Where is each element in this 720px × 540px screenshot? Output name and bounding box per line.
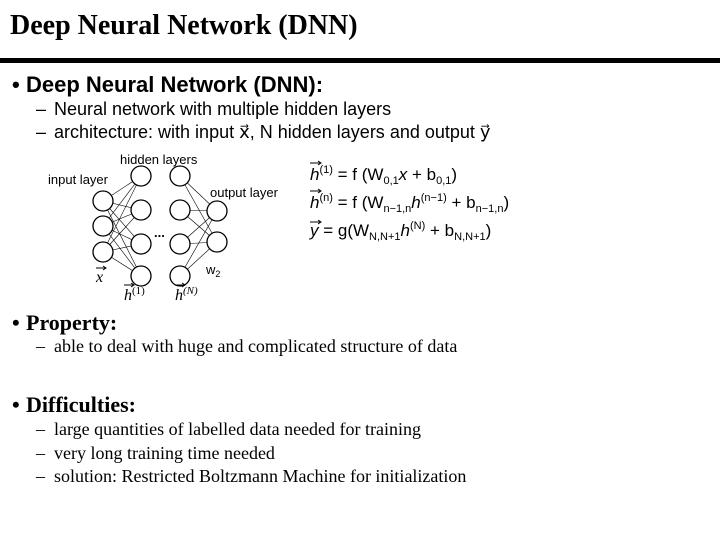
- title-divider: [0, 58, 720, 63]
- sub-text: large quantities of labelled data needed…: [54, 419, 422, 439]
- label-w2: w2: [205, 262, 220, 279]
- vector-arrow-icon: [130, 282, 135, 288]
- label-h1: h(1): [124, 285, 145, 304]
- eq2-rhs-c: + b: [447, 193, 476, 212]
- eq2-lhs: h: [310, 193, 319, 212]
- label-x: x: [95, 269, 103, 286]
- hidden-neuron: [130, 265, 152, 287]
- bullet-dnn: •Deep Neural Network (DNN):: [12, 72, 323, 98]
- label-hN: h(N): [175, 285, 198, 304]
- sub-text: solution: Restricted Boltzmann Machine f…: [54, 466, 467, 486]
- eq1-rhs-a: = f (W: [333, 165, 384, 184]
- eq2-sub2: n−1,n: [476, 203, 504, 215]
- eq2-rhs-a: = f (W: [333, 193, 384, 212]
- sub-item: –architecture: with input x⃗, N hidden l…: [36, 122, 491, 143]
- label-input-layer: input layer: [48, 172, 109, 187]
- label-h1-base: h: [124, 287, 132, 304]
- eq1-sub1: 0,1: [383, 175, 398, 187]
- eq3-lhs: y: [309, 221, 320, 240]
- sub-dash: –: [36, 336, 45, 356]
- hidden-neuron: [130, 165, 152, 187]
- bullet-heading-dnn: Deep Neural Network (DNN):: [26, 72, 324, 97]
- input-neuron: [92, 215, 114, 237]
- eq1-rhs-c: + b: [407, 165, 436, 184]
- bullet-property: •Property:: [12, 310, 117, 336]
- bullet-heading-difficulties: Difficulties:: [26, 392, 136, 417]
- vector-arrow-icon: [317, 160, 322, 166]
- sub-text: Neural network with multiple hidden laye…: [54, 99, 392, 119]
- eq3-sub2: N,N+1: [454, 231, 486, 243]
- hidden-neuron: [169, 233, 191, 255]
- sub-dash: –: [36, 122, 47, 142]
- bullet-difficulties: •Difficulties:: [12, 392, 136, 418]
- input-neuron: [92, 190, 114, 212]
- eq1-rhs-b: x: [398, 165, 408, 184]
- vector-arrow-icon: [102, 265, 107, 271]
- vector-arrow-icon: [317, 188, 322, 194]
- vector-arrow-icon: [317, 219, 322, 225]
- sub-dash: –: [36, 443, 45, 463]
- hidden-neuron: [169, 165, 191, 187]
- equation-1: h(1) = f (W0,1x + b0,1): [310, 164, 457, 187]
- neurons: [92, 165, 228, 287]
- eq3-rhs-a: = g(W: [319, 221, 370, 240]
- equation-2: h(n) = f (Wn−1,nh(n−1) + bn−1,n): [310, 192, 509, 215]
- label-h1-sup: (1): [132, 285, 145, 297]
- sub-item: –large quantities of labelled data neede…: [36, 419, 421, 440]
- bullet-marker: •: [12, 310, 20, 335]
- label-hN-base: h: [175, 287, 183, 304]
- output-neuron: [206, 200, 228, 222]
- label-hidden-layers: hidden layers: [120, 152, 198, 167]
- input-neuron: [92, 241, 114, 263]
- sub-text: architecture: with input x⃗, N hidden la…: [54, 122, 491, 142]
- sub-text: able to deal with huge and complicated s…: [54, 336, 458, 356]
- sub-dash: –: [36, 99, 47, 119]
- bullet-heading-property: Property:: [26, 310, 118, 335]
- sub-text: very long training time needed: [54, 443, 275, 463]
- eq2-sup2: (n−1): [421, 192, 447, 204]
- equations: h(1) = f (W0,1x + b0,1) h(n) = f (Wn−1,n…: [309, 160, 509, 243]
- eq1-sub2: 0,1: [436, 175, 451, 187]
- sub-dash: –: [36, 466, 45, 486]
- hidden-neuron: [130, 233, 152, 255]
- sub-dash: –: [36, 419, 45, 439]
- sub-item: –able to deal with huge and complicated …: [36, 336, 457, 357]
- eq3-rhs-d: ): [486, 221, 492, 240]
- vector-arrow-icon: [181, 282, 186, 288]
- equation-3: y = g(WN,N+1h(N) + bN,N+1): [309, 220, 491, 243]
- eq2-sup: (n): [319, 192, 332, 204]
- output-neuron: [206, 231, 228, 253]
- eq1-sup: (1): [319, 164, 332, 176]
- label-ellipsis: ...: [154, 225, 165, 240]
- label-output-layer: output layer: [210, 185, 279, 200]
- eq2-rhs-d: ): [503, 193, 509, 212]
- eq3-sub1: N,N+1: [369, 231, 401, 243]
- slide-title: Deep Neural Network (DNN): [10, 10, 358, 41]
- sub-item: –very long training time needed: [36, 443, 275, 464]
- label-hN-sup: (N): [183, 285, 198, 297]
- label-w2-base: w: [205, 262, 216, 277]
- sub-item: –Neural network with multiple hidden lay…: [36, 99, 391, 120]
- hidden-neuron: [169, 199, 191, 221]
- label-w2-sub: 2: [215, 269, 220, 279]
- eq3-rhs-b: h: [401, 221, 410, 240]
- eq1-rhs-d: ): [451, 165, 457, 184]
- bullet-marker: •: [12, 72, 20, 97]
- eq3-rhs-c: + b: [425, 221, 454, 240]
- sub-item: –solution: Restricted Boltzmann Machine …: [36, 466, 466, 487]
- neural-network-diagram: hidden layers input layer output layer .…: [48, 152, 279, 304]
- eq2-sub1: n−1,n: [383, 203, 411, 215]
- eq2-rhs-b: h: [411, 193, 420, 212]
- hidden-neuron: [169, 265, 191, 287]
- bullet-marker: •: [12, 392, 20, 417]
- eq1-lhs: h: [310, 165, 319, 184]
- eq3-sup2: (N): [410, 220, 425, 232]
- hidden-neuron: [130, 199, 152, 221]
